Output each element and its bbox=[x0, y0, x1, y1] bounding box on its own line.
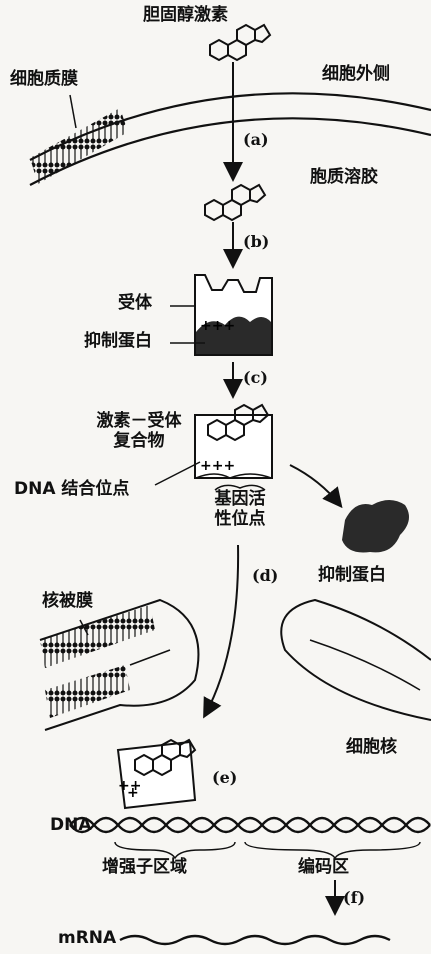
coding-brace bbox=[245, 842, 420, 858]
complex-on-dna: ++ + bbox=[118, 740, 195, 808]
nuclear-envelope-label: 核被膜 bbox=[42, 592, 93, 612]
svg-text:+++: +++ bbox=[200, 318, 235, 334]
gene-activation-label-line2: 性位点 bbox=[200, 510, 280, 530]
arrow-inhibitor-release bbox=[290, 465, 340, 505]
step-label-c: (c) bbox=[243, 368, 268, 387]
svg-text:+++: +++ bbox=[200, 458, 235, 474]
receptor-with-inhibitor: +++ bbox=[195, 275, 272, 355]
complex-label-line2: 复合物 bbox=[84, 432, 194, 452]
step-label-d: (d) bbox=[252, 566, 278, 585]
svg-text:+: + bbox=[127, 785, 139, 801]
hormone-molecule-cytosol bbox=[205, 185, 265, 220]
gene-activation-label-line1: 基因活 bbox=[200, 490, 280, 510]
cytosol-label: 胞质溶胶 bbox=[310, 168, 378, 188]
enhancer-region-label: 增强子区域 bbox=[102, 858, 187, 878]
receptor-label: 受体 bbox=[118, 294, 152, 314]
arrow-into-nucleus bbox=[205, 545, 238, 715]
enhancer-brace bbox=[115, 842, 235, 858]
hormone-molecule-outside bbox=[210, 25, 270, 60]
nuclear-envelope-left bbox=[40, 600, 198, 730]
hormone-label: 胆固醇激素 bbox=[143, 6, 228, 26]
step-label-e: (e) bbox=[212, 768, 237, 787]
nuclear-envelope-right bbox=[281, 600, 431, 720]
mrna-strand bbox=[120, 936, 390, 944]
gene-activation-label: 基因活 性位点 bbox=[200, 490, 280, 529]
released-inhibitor-label: 抑制蛋白 bbox=[318, 566, 386, 586]
dna-binding-site-label: DNA 结合位点 bbox=[14, 480, 129, 500]
complex-label-line1: 激素－受体 bbox=[84, 412, 194, 432]
coding-region-label: 编码区 bbox=[298, 858, 349, 878]
cell-exterior-label: 细胞外侧 bbox=[322, 65, 390, 85]
step-label-f: (f) bbox=[343, 888, 365, 907]
step-label-a: (a) bbox=[243, 130, 269, 149]
step-label-b: (b) bbox=[243, 232, 269, 251]
mrna-label: mRNA bbox=[58, 929, 116, 949]
dna-binding-leader bbox=[155, 462, 200, 485]
released-inhibitor-protein bbox=[342, 500, 409, 553]
nucleus-label: 细胞核 bbox=[346, 738, 397, 758]
dna-label: DNA bbox=[50, 816, 92, 836]
inhibitor-protein-label: 抑制蛋白 bbox=[84, 332, 152, 352]
phospholipid-bilayer-segment bbox=[30, 108, 128, 184]
membrane-label-leader bbox=[70, 95, 76, 128]
complex-label: 激素－受体 复合物 bbox=[84, 412, 194, 451]
hormone-receptor-complex: +++ bbox=[195, 405, 272, 478]
plasma-membrane-label: 细胞质膜 bbox=[10, 70, 78, 90]
dna-double-helix bbox=[70, 818, 430, 832]
